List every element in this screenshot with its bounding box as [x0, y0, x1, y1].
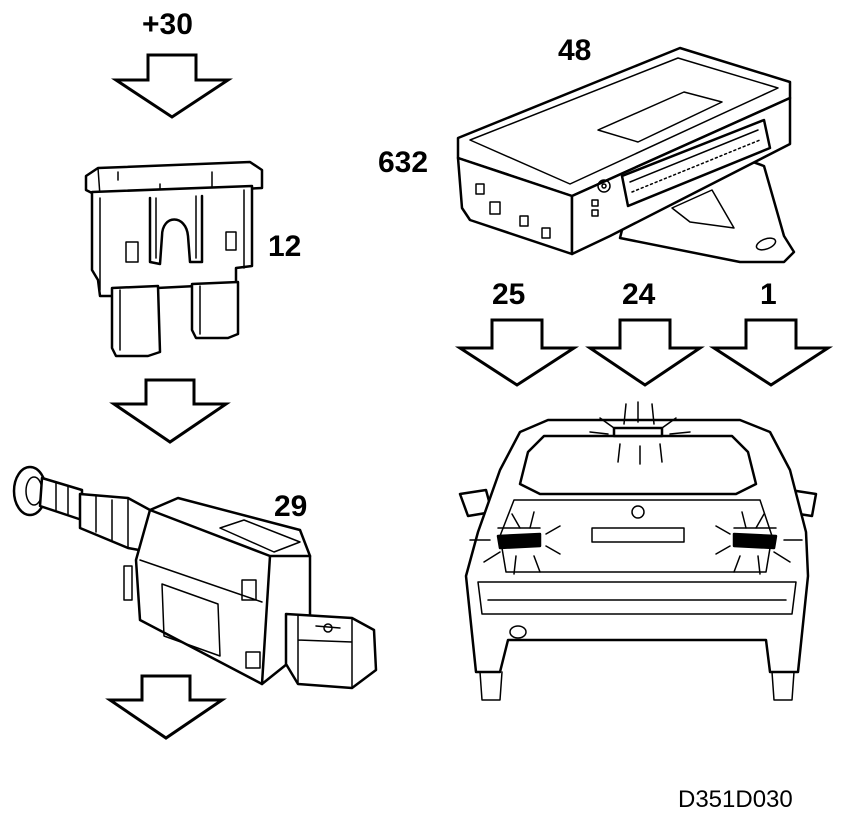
label-lamp-24: 24 — [622, 278, 656, 311]
control-module-drawing — [456, 46, 796, 264]
label-module-632: 632 — [378, 146, 429, 179]
label-lamp-25: 25 — [492, 278, 526, 311]
rays-right-lamp — [715, 511, 803, 575]
arrow-down-supply — [111, 53, 233, 119]
brake-switch-drawing — [12, 465, 378, 690]
rays-center-lamp — [589, 401, 691, 465]
car-rear-drawing — [458, 401, 818, 701]
arrow-down-lamp-1 — [708, 318, 834, 387]
label-module-48: 48 — [558, 34, 592, 67]
label-fuse-12: 12 — [268, 230, 302, 263]
arrow-down-fuse-to-switch — [109, 378, 231, 444]
arrow-down-lamp-25 — [454, 318, 580, 387]
label-lamp-1: 1 — [760, 278, 777, 311]
figure-code: D351D030 — [678, 786, 793, 813]
arrow-down-switch-out — [105, 674, 227, 740]
fuse-drawing — [84, 160, 264, 358]
rays-left-lamp — [469, 511, 561, 575]
arrow-down-lamp-24 — [585, 318, 705, 387]
label-switch-29: 29 — [274, 490, 308, 523]
label-supply-plus30: +30 — [142, 8, 193, 41]
